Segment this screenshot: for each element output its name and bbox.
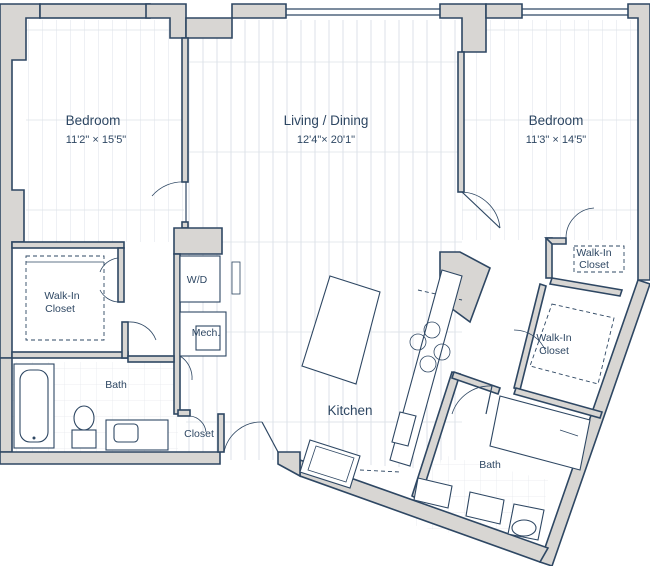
walkin-right-mid-line2: Closet [539,345,569,357]
bath-right-label: Bath [479,459,501,471]
kitchen-label: Kitchen [327,403,372,418]
closet-label: Closet [184,428,214,440]
walkin-left-line1: Walk-In [44,290,79,302]
closet-shelves [25,245,625,385]
wd-label: W/D [187,274,208,286]
walkin-right-top-line2: Closet [579,259,609,271]
bath-right-fixtures [413,395,591,541]
kitchen-fixtures [299,269,463,489]
walkin-right-top-line1: Walk-In [576,247,611,259]
mech-label: Mech. [192,327,221,339]
bath-left-fixtures [13,363,169,451]
living-name: Living / Dining [284,113,369,128]
utility-closets [179,255,241,357]
bedroom-left-dims: 11'2" × 15'5" [66,134,127,146]
living-dims: 12'4"× 20'1" [297,134,355,146]
walkin-left-line2: Closet [45,303,75,315]
room-labels: Bedroom 11'2" × 15'5" Living / Dining 12… [44,113,611,471]
bedroom-right-name: Bedroom [529,113,584,128]
bedroom-left-name: Bedroom [66,113,121,128]
bedroom-right-dims: 11'3" × 14'5" [526,134,587,146]
walkin-right-mid-line1: Walk-In [536,332,571,344]
bath-left-label: Bath [105,379,127,391]
doors [99,181,595,453]
